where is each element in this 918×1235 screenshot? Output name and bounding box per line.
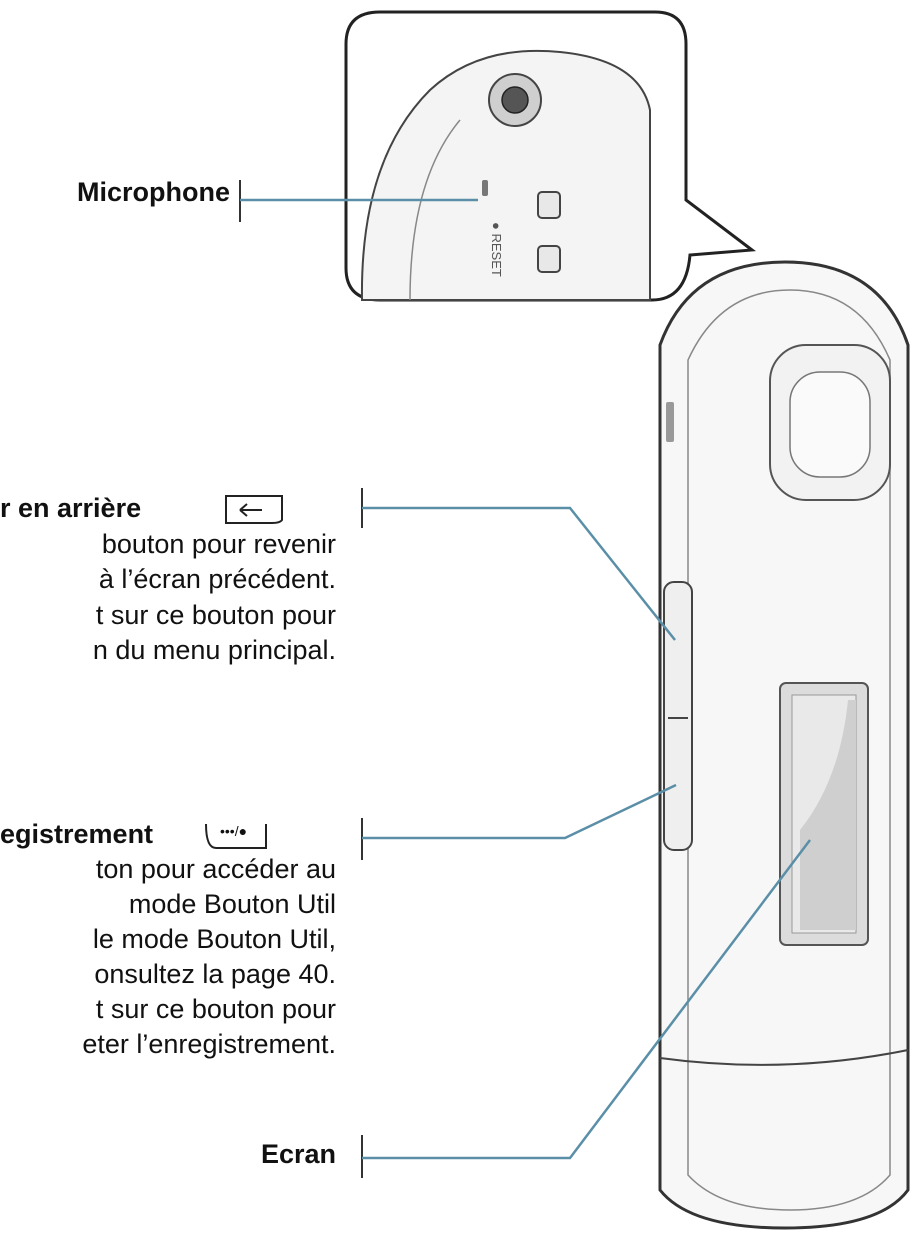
side-button-panel (663, 581, 693, 851)
record-line-4: onsultez la page 40. (94, 959, 336, 989)
back-line-1: bouton pour revenir (101, 529, 336, 559)
back-line-2: à l’écran précédent. (98, 564, 336, 594)
record-line-3: le mode Bouton Util, (92, 924, 336, 954)
back-title: r en arrière (0, 493, 142, 523)
record-title: egistrement (0, 819, 154, 849)
record-button-glyph (205, 823, 267, 849)
back-line-3: t sur ce bouton pour (95, 600, 336, 630)
back-line-4: n du menu principal. (92, 635, 336, 665)
record-line-1: ton pour accéder au (95, 854, 336, 884)
back-arrow-icon (239, 503, 262, 517)
back-button-glyph (225, 495, 283, 524)
record-glyph-text: •••/● (220, 823, 248, 839)
record-line-2: mode Bouton Util (128, 889, 336, 919)
record-line-5: t sur ce bouton pour (95, 994, 336, 1024)
reset-label: ● RESET (489, 222, 504, 277)
inset-zoom: ● RESET (344, 10, 757, 302)
microphone-label: Microphone (77, 177, 230, 207)
leader-lines (239, 180, 811, 1178)
device-body (658, 260, 910, 1230)
record-line-6: eter l’enregistrement. (82, 1029, 336, 1059)
screen-label: Ecran (260, 1139, 336, 1169)
microphone-hole (482, 180, 488, 196)
